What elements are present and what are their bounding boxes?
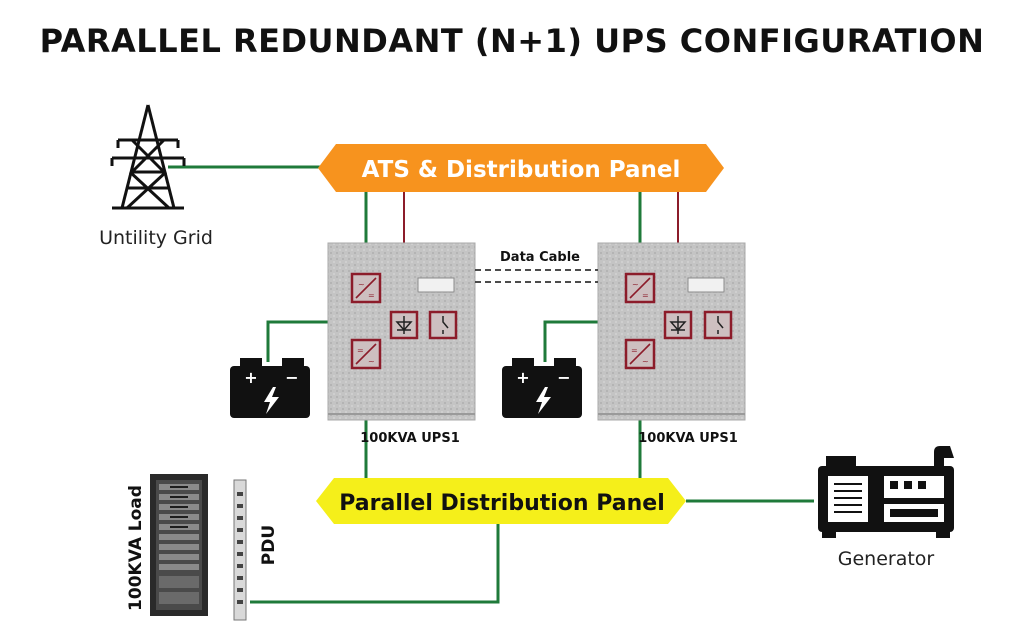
ups2-label: 100KVA UPS1 <box>638 431 737 446</box>
svg-text:=: = <box>368 291 375 300</box>
ups2-inverter-icon: = ~ <box>624 338 656 370</box>
transmission-tower-icon <box>110 104 186 210</box>
data-cable <box>475 269 598 283</box>
ups1-label: 100KVA UPS1 <box>360 431 459 446</box>
ups2-display <box>687 277 725 293</box>
diagram-title: PARALLEL REDUNDANT (N+1) UPS CONFIGURATI… <box>39 22 985 60</box>
data-cable-label: Data Cable <box>500 250 580 265</box>
panel-to-pdu-line <box>250 522 500 604</box>
svg-text:+: + <box>244 368 257 387</box>
ups1-bypass-switch-icon <box>428 310 458 340</box>
ups2-static-switch-icon <box>663 310 693 340</box>
ups2-bypass-switch-icon <box>703 310 733 340</box>
ats-panel-label: ATS & Distribution Panel <box>362 157 681 183</box>
generator-label: Generator <box>838 548 935 570</box>
svg-text:+: + <box>516 368 529 387</box>
parallel-panel-label: Parallel Distribution Panel <box>339 491 665 516</box>
svg-text:~: ~ <box>358 280 365 289</box>
parallel-panel: Parallel Distribution Panel <box>316 478 686 524</box>
ups2-rectifier-icon: ~ = <box>624 272 656 304</box>
grid-label: Untility Grid <box>99 227 213 249</box>
battery-2-icon: + − <box>502 358 582 418</box>
ups1-inverter-icon: = ~ <box>350 338 382 370</box>
load-label: 100KVA Load <box>126 485 146 611</box>
ups1-rectifier-icon: ~ = <box>350 272 382 304</box>
svg-text:=: = <box>642 291 649 300</box>
pdu-label: PDU <box>259 525 279 565</box>
ups1-display <box>417 277 455 293</box>
svg-text:=: = <box>631 346 638 355</box>
svg-text:−: − <box>285 368 298 387</box>
battery-1-icon: + − <box>230 358 310 418</box>
generator-icon <box>818 446 954 538</box>
svg-text:=: = <box>357 346 364 355</box>
svg-text:−: − <box>557 368 570 387</box>
ats-panel: ATS & Distribution Panel <box>318 144 724 192</box>
server-rack-icon <box>150 474 208 616</box>
ups1-static-switch-icon <box>389 310 419 340</box>
pdu-icon <box>233 479 247 621</box>
svg-text:~: ~ <box>642 357 649 366</box>
svg-text:~: ~ <box>632 280 639 289</box>
svg-text:~: ~ <box>368 357 375 366</box>
